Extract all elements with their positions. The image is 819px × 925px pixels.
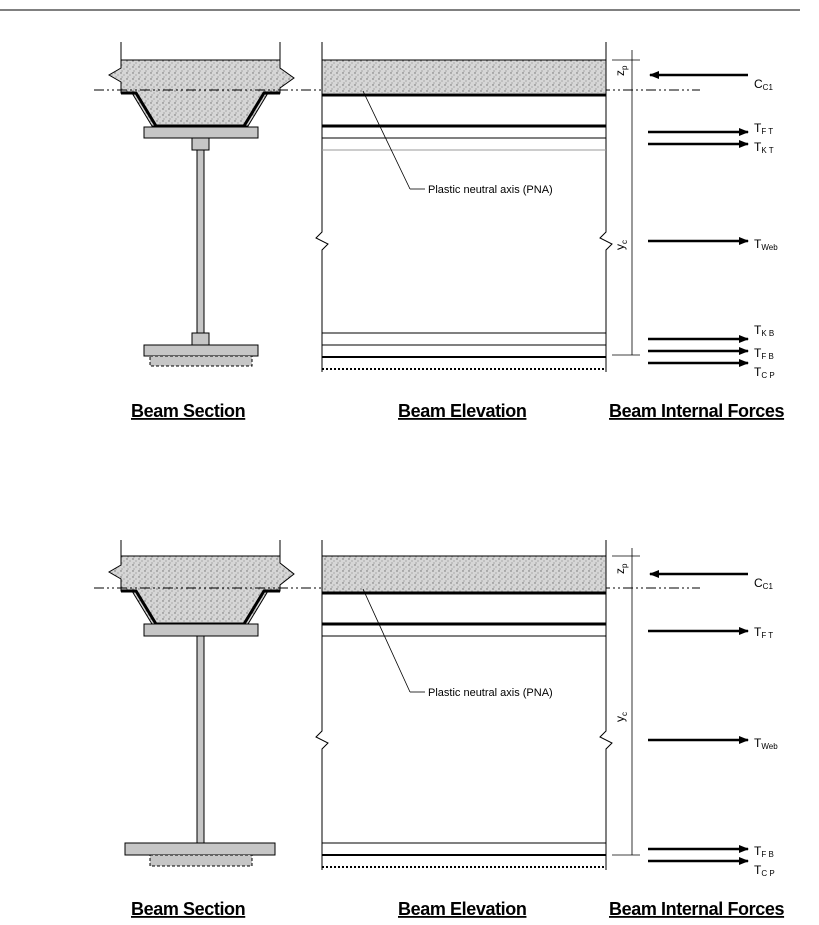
caption-beam-section: Beam Section [131,899,245,919]
internal-forces-1: CC1 TF T TK T TWeb TK B TF B TC P [648,71,778,380]
force-label-tft: TF T [754,121,773,136]
elevation-left-edge [315,540,329,870]
diagram-2: Plastic neutral axis (PNA) zp yc CC1 TF … [94,540,785,919]
web [196,149,205,334]
force-label-tcp: TC P [754,365,775,380]
top-flange [143,623,259,637]
force-label-cc1: CC1 [754,77,773,92]
bottom-fillet [191,332,210,346]
force-label-tfb: TF B [754,346,774,361]
caption-beam-elevation: Beam Elevation [398,899,526,919]
caption-beam-internal-forces: Beam Internal Forces [609,899,784,919]
yc-label: yc [613,240,629,250]
elevation-left-edge [315,42,329,372]
top-flange [143,126,259,139]
force-label-tcp: TC P [754,863,775,878]
elevation-right-edge [599,540,613,870]
cover-plate [149,854,253,867]
force-label-tfb: TF B [754,844,774,859]
beam-section-1 [94,42,700,367]
zp-label: zp [613,65,629,76]
force-label-tweb: TWeb [754,237,778,252]
metal-deck [121,91,280,128]
force-label-tft: TF T [754,625,773,640]
force-label-cc1: CC1 [754,576,773,591]
force-label-tkt: TK T [754,140,774,155]
caption-beam-section: Beam Section [131,401,245,421]
top-fillet [191,137,210,151]
pna-label: Plastic neutral axis (PNA) [428,687,553,699]
diagram-1: Plastic neutral axis (PNA) zp yc CC1 [94,42,785,421]
dimensions-1: zp yc [612,50,640,356]
internal-forces-2: CC1 TF T TWeb TF B TC P [648,570,778,878]
beam-elevation-2: Plastic neutral axis (PNA) [315,540,613,870]
yc-label: yc [613,712,629,722]
force-label-tweb: TWeb [754,736,778,751]
dimensions-2: zp yc [612,548,640,856]
caption-beam-internal-forces: Beam Internal Forces [609,401,784,421]
force-label-tkb: TK B [754,323,774,338]
slab-elevation [322,60,606,93]
bottom-flange [124,842,276,856]
web [196,635,205,844]
zp-label: zp [613,563,629,574]
concrete-slab [108,59,295,127]
cover-plate [149,355,253,367]
caption-beam-elevation: Beam Elevation [398,401,526,421]
elevation-right-edge [599,42,613,372]
bottom-flange [143,344,259,357]
pna-leader [362,588,411,693]
beam-section-2 [94,540,700,867]
beam-elevation-1: Plastic neutral axis (PNA) [315,42,613,372]
slab-elevation [322,556,606,592]
pna-leader [362,90,411,190]
pna-label: Plastic neutral axis (PNA) [428,184,553,196]
